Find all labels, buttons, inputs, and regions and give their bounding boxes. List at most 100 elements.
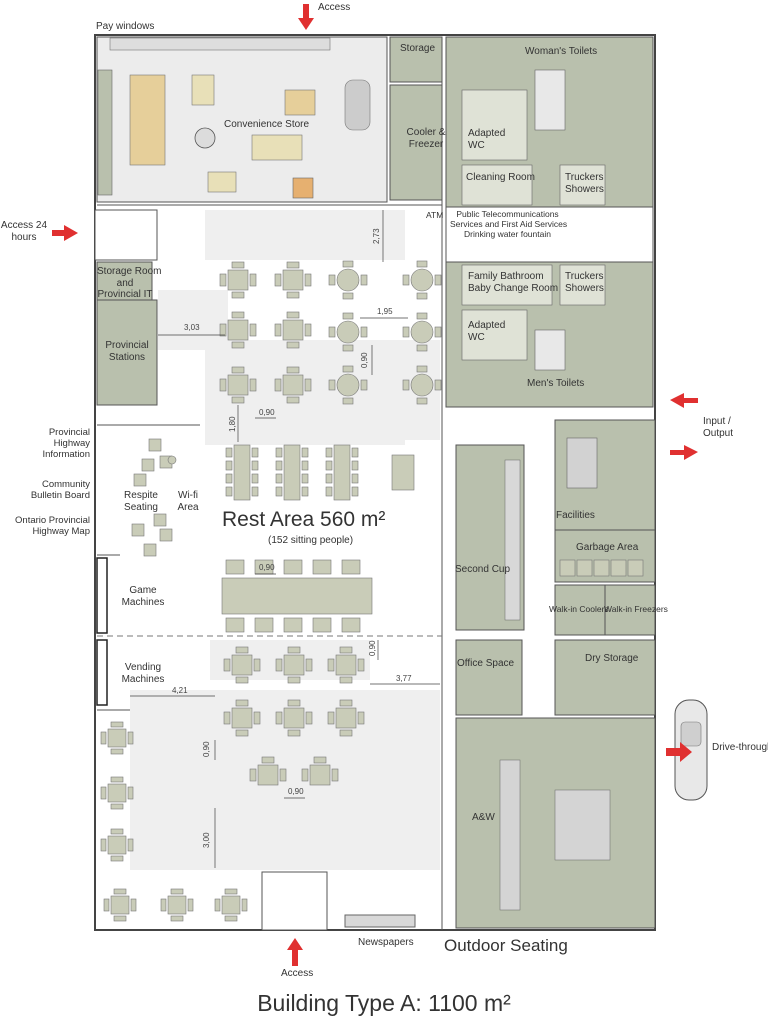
store-display-1 [191, 74, 215, 106]
garbage-bin [627, 559, 644, 577]
facilities-label: Facilities [556, 510, 595, 521]
chair [110, 776, 124, 783]
sitting-people-label: (152 sitting people) [268, 535, 354, 546]
garbage-bin [610, 559, 627, 577]
chair [219, 378, 227, 392]
square-table [107, 835, 127, 855]
newspapers-stand [344, 914, 416, 928]
cleaning-room-label: Cleaning Room [466, 172, 535, 183]
chair [225, 617, 245, 633]
aw-label: A&W [472, 812, 495, 823]
chair [261, 756, 275, 764]
chair [231, 341, 245, 349]
cooler-freezer-room [389, 84, 443, 201]
chair [231, 366, 245, 374]
access-24-vestibule [94, 209, 158, 261]
dimension-lines [130, 210, 440, 868]
chair [351, 460, 359, 471]
walk-in-coolers-label: Walk-in Coolers [549, 604, 609, 614]
chair [360, 326, 368, 338]
chair [305, 658, 313, 672]
long-table [233, 444, 251, 501]
arrow-access-24 [52, 225, 78, 241]
second-cup-counter [504, 459, 521, 621]
chair [301, 768, 309, 782]
chair [235, 676, 249, 684]
chair [249, 323, 257, 337]
chair [342, 292, 354, 300]
chair [253, 658, 261, 672]
office-space-label: Office Space [457, 658, 515, 669]
chair [357, 711, 365, 725]
chair [241, 898, 248, 912]
square-table [282, 374, 304, 396]
mens-toilets-label: Men's Toilets [527, 378, 585, 389]
chair [170, 888, 184, 895]
chair [416, 344, 428, 352]
access-arrows [52, 4, 698, 966]
cooler-freezer-label: Cooler &Freezer [406, 127, 446, 150]
garbage-area-label: Garbage Area [576, 542, 639, 553]
square-table [110, 895, 130, 915]
access-bottom-label: Access [281, 968, 314, 979]
chair [301, 460, 309, 471]
input-output-label: Input /Output [703, 416, 734, 439]
chair [283, 559, 303, 575]
square-table [221, 895, 241, 915]
chair [113, 915, 127, 922]
store-display-4 [207, 171, 237, 193]
chair [402, 379, 410, 391]
chair [286, 341, 300, 349]
chair [301, 486, 309, 497]
chair [304, 323, 312, 337]
chair [275, 447, 283, 458]
chair [287, 676, 301, 684]
game-machines [96, 557, 108, 634]
chair [223, 711, 231, 725]
pay-window-bar [109, 37, 331, 51]
chair [225, 473, 233, 484]
chair [249, 378, 257, 392]
chair [351, 486, 359, 497]
dry-storage-room [554, 639, 656, 716]
walk-in-freezers-label: Walk-in Freezers [604, 604, 668, 614]
outdoor-seating-label: Outdoor Seating [444, 936, 568, 955]
chair [219, 323, 227, 337]
garbage-bin [576, 559, 593, 577]
arrow-output [670, 393, 698, 408]
chair [235, 729, 249, 737]
storage-room-provincial-it [96, 261, 153, 301]
chair [224, 888, 238, 895]
round-table [410, 320, 434, 344]
square-table [309, 764, 331, 786]
store-crate [292, 177, 314, 199]
chair [283, 617, 303, 633]
arrow-input [670, 445, 698, 460]
vending-machines [96, 639, 108, 706]
pay-windows-label: Pay windows [96, 21, 155, 32]
chair [110, 855, 124, 862]
side-table [167, 455, 177, 465]
chair [312, 559, 332, 575]
second-cup-label: Second Cup [455, 564, 511, 575]
chair [170, 915, 184, 922]
chair [275, 473, 283, 484]
chair [434, 379, 442, 391]
chair [342, 260, 354, 268]
chair [287, 646, 301, 654]
chair [342, 344, 354, 352]
chair [231, 261, 245, 269]
chair [275, 486, 283, 497]
store-checkout [129, 74, 166, 166]
square-table [231, 707, 253, 729]
chair [224, 915, 238, 922]
chair [328, 326, 336, 338]
chair [416, 292, 428, 300]
chair [251, 460, 259, 471]
